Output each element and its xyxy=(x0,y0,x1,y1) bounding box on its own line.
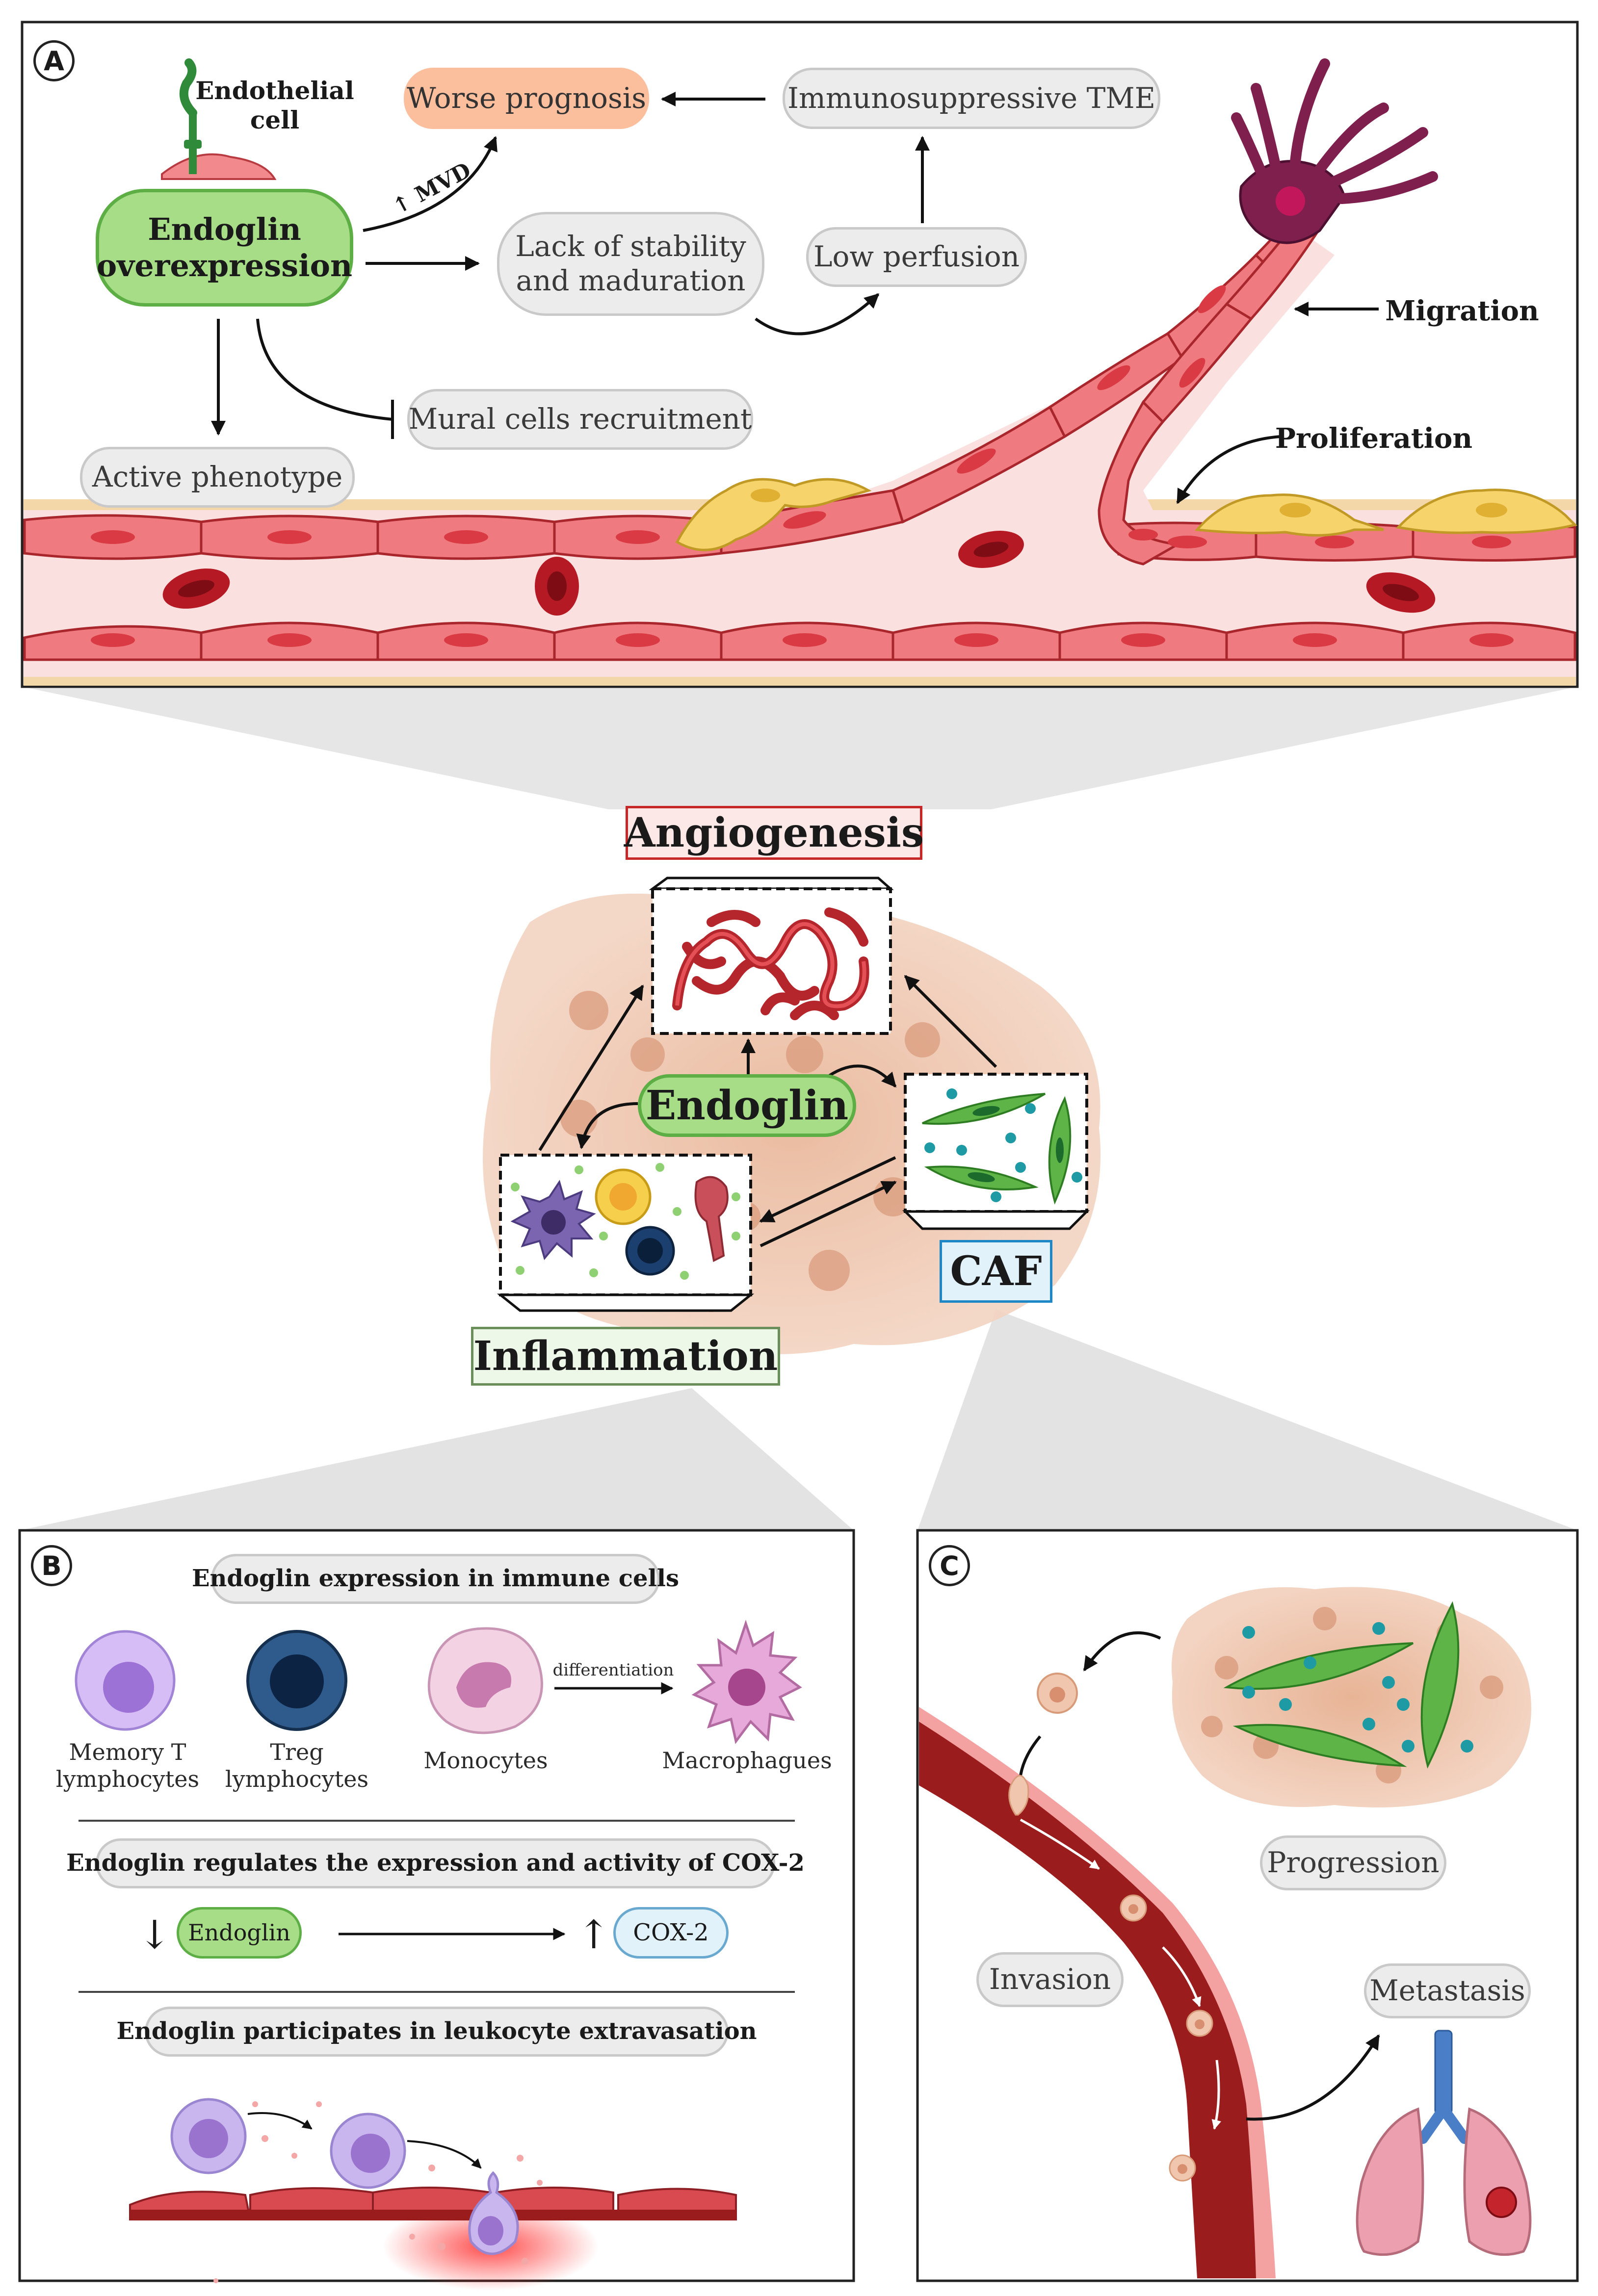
arrow-endoglin-caf xyxy=(823,1064,897,1088)
arrow-detachment xyxy=(1083,1631,1161,1672)
endoglin-small-box: Endoglin xyxy=(177,1907,302,1959)
endoglin-center-box: Endoglin xyxy=(638,1074,856,1137)
arrow-inflammation-caf xyxy=(760,1181,897,1247)
cox2-header: Endoglin regulates the expression and ac… xyxy=(66,1838,805,1888)
arrow-caf-inflammation xyxy=(759,1156,896,1223)
inflammation-title: Inflammation xyxy=(471,1327,780,1386)
zoom-connector-a xyxy=(22,687,1577,809)
lack-of-stability-box: Lack of stability and maduration xyxy=(497,212,764,316)
cox2-box: COX-2 xyxy=(613,1907,729,1959)
low-perfusion-box: Low perfusion xyxy=(806,227,1027,287)
monocyte-cell xyxy=(427,1627,543,1734)
panel-a-label: A xyxy=(33,40,75,81)
cox2-up-arrow: ↑ xyxy=(577,1912,610,1958)
arrow-to-low-perfusion xyxy=(755,293,880,335)
arrow-to-worse-prognosis xyxy=(363,136,498,232)
memory-t-cell xyxy=(75,1630,176,1731)
invasion-box: Invasion xyxy=(976,1952,1124,2007)
detached-tumor-cell xyxy=(1037,1673,1078,1714)
angiogenesis-inset xyxy=(649,877,894,1035)
arrow-proliferation xyxy=(1176,435,1281,504)
arrow-inflammation-angiogenesis xyxy=(538,984,644,1151)
primary-tumor xyxy=(1172,1587,1531,1807)
worse-prognosis-box: Worse prognosis xyxy=(404,68,649,129)
angiogenesis-title: Angiogenesis xyxy=(624,806,924,860)
tip-cell xyxy=(1231,58,1438,244)
circulation-vessel xyxy=(919,1707,1276,2278)
inhibit-mural-recruitment xyxy=(256,318,393,421)
treg-label: Treg lymphocytes xyxy=(225,1738,369,1792)
endothelial-cell-icon xyxy=(161,58,277,180)
panel-c-label: C xyxy=(929,1545,970,1586)
monocytes-label: Monocytes xyxy=(423,1747,548,1774)
mural-cells-recruitment-box: Mural cells recruitment xyxy=(407,389,753,450)
endoglin-overexpression-box: Endoglin overexpression xyxy=(96,189,353,307)
immune-cells-header: Endoglin expression in immune cells xyxy=(192,1554,679,1604)
macrophages-label: Macrophagues xyxy=(662,1747,832,1774)
macrophage-cell xyxy=(691,1620,802,1744)
arrow-to-lung xyxy=(1246,2034,1380,2121)
caf-inset xyxy=(902,1073,1090,1230)
proliferation-label: Proliferation xyxy=(1275,422,1473,455)
blood-vessel xyxy=(23,58,1577,686)
pericytes xyxy=(675,478,1577,551)
progression-box: Progression xyxy=(1260,1835,1446,1890)
endothelial-cell-label: Endothelial cell xyxy=(195,76,354,134)
metastasis-box: Metastasis xyxy=(1364,1963,1531,2018)
lungs-icon xyxy=(1356,2030,1532,2256)
immunosuppressive-tme-box: Immunosuppressive TME xyxy=(783,68,1160,129)
panel-b-label: B xyxy=(31,1545,72,1586)
inflammation-inset xyxy=(497,1154,755,1312)
endoglin-down-arrow: ↓ xyxy=(138,1912,171,1958)
extravasation-illustration xyxy=(129,2098,737,2291)
caf-title: CAF xyxy=(940,1240,1052,1303)
zoom-connector-c xyxy=(917,1310,1577,1530)
migration-label: Migration xyxy=(1385,295,1539,328)
zoom-connector-b xyxy=(20,1388,854,1530)
extravasation-header: Endoglin participates in leukocyte extra… xyxy=(116,2007,757,2057)
active-phenotype-box: Active phenotype xyxy=(80,447,355,508)
red-blood-cells xyxy=(162,531,1436,616)
differentiation-label: differentiation xyxy=(552,1660,674,1680)
treg-cell xyxy=(246,1630,347,1731)
arrow-caf-angiogenesis xyxy=(904,975,997,1068)
arrow-endoglin-inflammation xyxy=(576,1102,638,1149)
memory-t-label: Memory T lymphocytes xyxy=(55,1738,200,1792)
